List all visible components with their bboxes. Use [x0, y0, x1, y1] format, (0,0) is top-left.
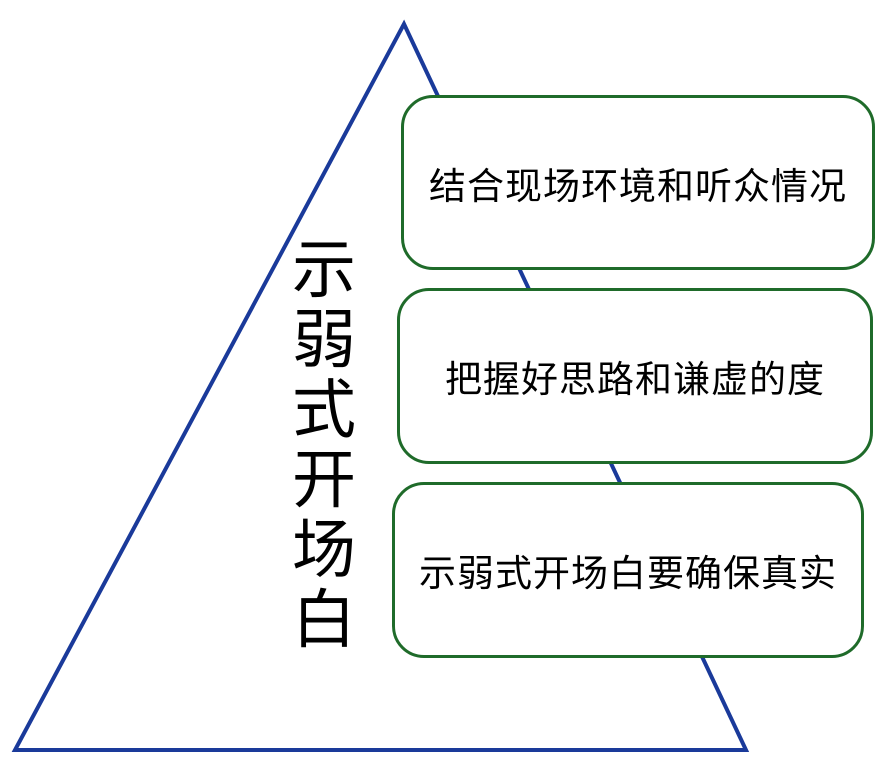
- point-box-2: 把握好思路和谦虚的度: [397, 288, 873, 464]
- point-box-1: 结合现场环境和听众情况: [401, 95, 875, 270]
- vertical-title: 示 弱 式 开 场 白: [289, 236, 359, 656]
- point-text-1: 结合现场环境和听众情况: [429, 164, 847, 208]
- point-box-3: 示弱式开场白要确保真实: [392, 482, 864, 658]
- vertical-title-char: 场: [292, 514, 356, 588]
- point-text-2: 把握好思路和谦虚的度: [445, 358, 825, 401]
- vertical-title-char: 式: [292, 374, 356, 448]
- vertical-title-char: 弱: [292, 304, 356, 378]
- vertical-title-char: 开: [292, 444, 356, 518]
- vertical-title-char: 白: [292, 584, 356, 658]
- vertical-title-char: 示: [292, 234, 356, 308]
- point-text-3: 示弱式开场白要确保真实: [419, 552, 837, 595]
